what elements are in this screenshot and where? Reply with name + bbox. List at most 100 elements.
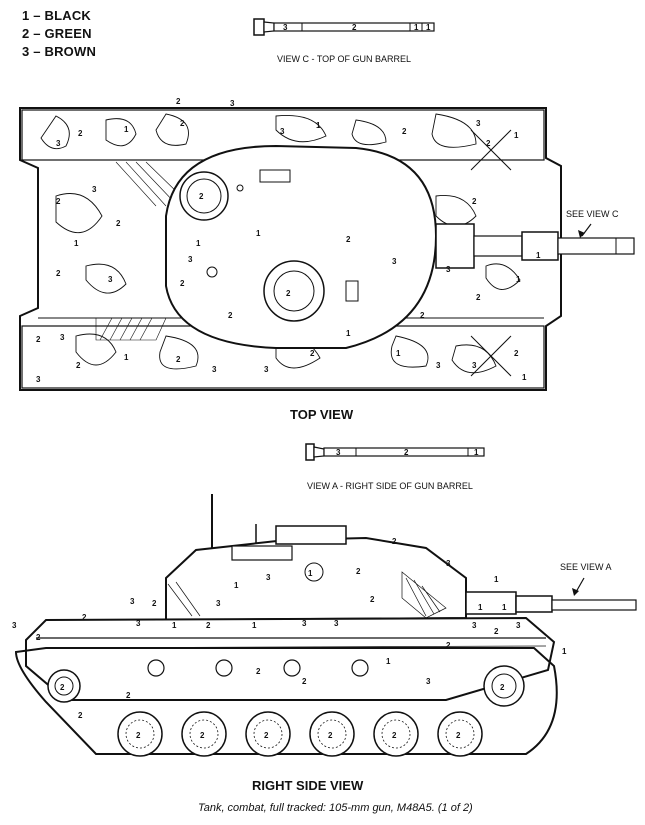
svg-text:2: 2 [76, 361, 81, 370]
svg-text:2: 2 [328, 731, 333, 740]
svg-text:2: 2 [472, 197, 477, 206]
svg-text:2: 2 [356, 567, 361, 576]
view-a-band-2: 2 [404, 448, 409, 457]
svg-text:3: 3 [136, 619, 141, 628]
svg-text:1: 1 [516, 275, 521, 284]
legend-item-black: 1 – BLACK [22, 8, 91, 23]
svg-text:1: 1 [502, 603, 507, 612]
svg-text:2: 2 [180, 279, 185, 288]
see-view-a-callout: SEE VIEW A [560, 562, 612, 572]
svg-text:3: 3 [392, 257, 397, 266]
svg-text:2: 2 [116, 219, 121, 228]
svg-text:2: 2 [256, 667, 261, 676]
svg-text:1: 1 [478, 603, 483, 612]
svg-text:2: 2 [494, 627, 499, 636]
svg-text:2: 2 [152, 599, 157, 608]
svg-text:3: 3 [60, 333, 65, 342]
svg-text:2: 2 [56, 197, 61, 206]
svg-text:1: 1 [124, 125, 129, 134]
svg-text:1: 1 [514, 131, 519, 140]
svg-text:1: 1 [196, 239, 201, 248]
svg-text:3: 3 [188, 255, 193, 264]
svg-text:3: 3 [216, 599, 221, 608]
svg-text:2: 2 [486, 139, 491, 148]
svg-text:2: 2 [176, 355, 181, 364]
svg-text:3: 3 [334, 619, 339, 628]
svg-text:2: 2 [392, 537, 397, 546]
svg-text:2: 2 [36, 633, 41, 642]
legend-item-brown: 3 – BROWN [22, 44, 97, 59]
svg-text:2: 2 [346, 235, 351, 244]
svg-text:2: 2 [476, 293, 481, 302]
svg-text:3: 3 [264, 365, 269, 374]
svg-text:2: 2 [370, 595, 375, 604]
svg-text:2: 2 [82, 613, 87, 622]
svg-text:2: 2 [402, 127, 407, 136]
svg-text:3: 3 [12, 621, 17, 630]
svg-text:1: 1 [396, 349, 401, 358]
svg-text:3: 3 [426, 677, 431, 686]
svg-text:3: 3 [476, 119, 481, 128]
view-a-barrel-drawing: 3 2 1 [305, 443, 485, 461]
svg-text:2: 2 [286, 289, 291, 298]
svg-text:2: 2 [420, 311, 425, 320]
svg-text:1: 1 [562, 647, 567, 656]
svg-text:3: 3 [212, 365, 217, 374]
svg-text:2: 2 [199, 192, 204, 201]
svg-text:1: 1 [386, 657, 391, 666]
svg-text:1: 1 [522, 373, 527, 382]
top-view-title: TOP VIEW [290, 407, 354, 422]
view-a-band-3: 3 [336, 448, 341, 457]
svg-text:2: 2 [264, 731, 269, 740]
svg-text:1: 1 [74, 239, 79, 248]
svg-text:1: 1 [316, 121, 321, 130]
svg-text:2: 2 [176, 97, 181, 106]
view-c-band-1a: 1 [414, 23, 419, 32]
svg-text:3: 3 [280, 127, 285, 136]
view-c-band-2: 2 [352, 23, 357, 32]
svg-text:2: 2 [206, 621, 211, 630]
svg-text:2: 2 [200, 731, 205, 740]
right-side-view-title: RIGHT SIDE VIEW [252, 778, 364, 793]
svg-text:3: 3 [230, 99, 235, 108]
color-legend: 1 – BLACK 2 – GREEN 3 – BROWN [22, 8, 96, 59]
svg-text:2: 2 [514, 349, 519, 358]
svg-text:3: 3 [56, 139, 61, 148]
see-view-c-callout: SEE VIEW C [566, 209, 619, 219]
svg-text:1: 1 [308, 569, 313, 578]
svg-text:3: 3 [130, 597, 135, 606]
svg-text:1: 1 [124, 353, 129, 362]
svg-text:2: 2 [126, 691, 131, 700]
svg-text:2: 2 [446, 641, 451, 650]
svg-text:2: 2 [228, 311, 233, 320]
view-a-label: VIEW A - RIGHT SIDE OF GUN BARREL [307, 481, 473, 491]
svg-text:1: 1 [234, 581, 239, 590]
svg-text:2: 2 [78, 711, 83, 720]
svg-text:3: 3 [266, 573, 271, 582]
view-c-band-1b: 1 [426, 23, 431, 32]
svg-text:1: 1 [536, 251, 541, 260]
view-c-label: VIEW C - TOP OF GUN BARREL [277, 54, 412, 64]
svg-text:3: 3 [436, 361, 441, 370]
svg-text:3: 3 [92, 185, 97, 194]
svg-text:2: 2 [456, 731, 461, 740]
svg-text:3: 3 [472, 361, 477, 370]
svg-text:3: 3 [108, 275, 113, 284]
svg-text:3: 3 [446, 559, 451, 568]
svg-text:2: 2 [56, 269, 61, 278]
svg-text:2: 2 [500, 683, 505, 692]
view-c-band-3: 3 [283, 23, 288, 32]
svg-text:3: 3 [36, 375, 41, 384]
svg-text:2: 2 [60, 683, 65, 692]
svg-text:1: 1 [494, 575, 499, 584]
svg-text:3: 3 [472, 621, 477, 630]
svg-text:2: 2 [392, 731, 397, 740]
svg-text:3: 3 [446, 265, 451, 274]
svg-text:2: 2 [310, 349, 315, 358]
svg-text:1: 1 [252, 621, 257, 630]
figure-caption: Tank, combat, full tracked: 105-mm gun, … [198, 802, 473, 814]
svg-text:2: 2 [78, 129, 83, 138]
svg-text:2: 2 [36, 335, 41, 344]
